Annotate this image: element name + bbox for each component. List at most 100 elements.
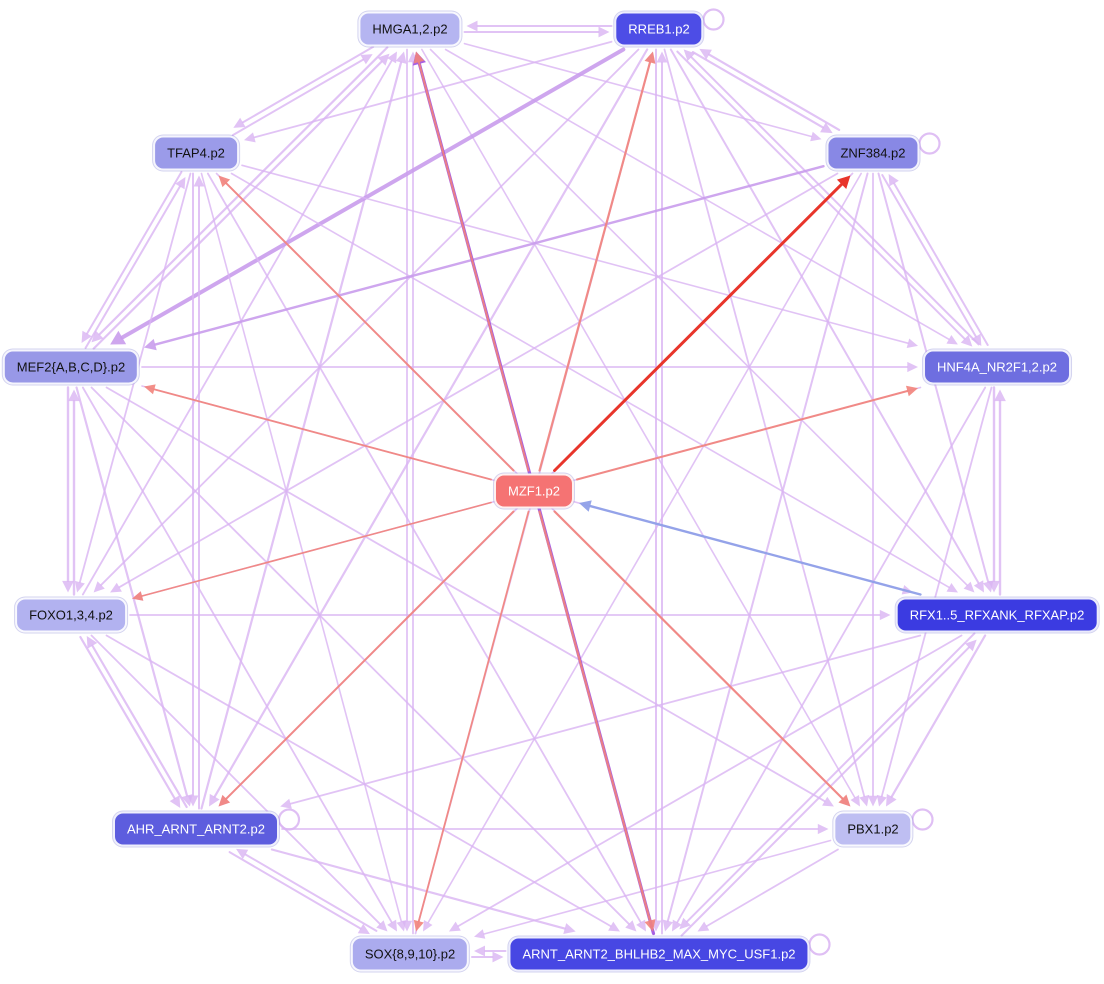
edge-arrow: [387, 51, 397, 64]
edge-arrow: [697, 921, 710, 932]
node-foxo1-3-4[interactable]: FOXO1,3,4.p2: [15, 597, 127, 633]
edge-arrow: [971, 333, 982, 347]
edge: [417, 61, 530, 472]
edge: [253, 40, 613, 139]
edge-arrow: [110, 582, 122, 593]
node-label: SOX{8,9,10}.p2: [364, 946, 456, 962]
node-hnf4a-nr2f1-2[interactable]: HNF4A_NR2F1,2.p2: [923, 349, 1071, 385]
edge: [463, 42, 813, 138]
node-label: PBX1.p2: [847, 821, 899, 837]
edge-arrow: [683, 49, 696, 61]
edge: [244, 853, 378, 932]
edge-arrow: [579, 500, 592, 512]
node-rreb1[interactable]: RREB1.p2: [614, 11, 704, 47]
edge: [553, 510, 844, 800]
node-label: AHR_ARNT_ARNT2.p2: [127, 821, 265, 837]
node-label: FOXO1,3,4.p2: [29, 607, 113, 623]
edge: [141, 501, 492, 597]
edge-arrow: [960, 335, 973, 347]
edge-arrow: [280, 798, 292, 809]
edge: [457, 634, 963, 928]
edge: [676, 386, 987, 924]
edge: [444, 48, 950, 341]
edge-arrow: [563, 923, 576, 934]
node-sox8-9-10[interactable]: SOX{8,9,10}.p2: [350, 936, 470, 972]
node-pbx1[interactable]: PBX1.p2: [833, 811, 913, 847]
edge: [538, 510, 652, 922]
edge-arrow: [376, 920, 388, 932]
edge: [538, 61, 652, 472]
node-arnt-arnt2-bhlhb2-max-myc-usf1[interactable]: ARNT_ARNT2_BHLHB2_MAX_MYC_USF1.p2: [508, 936, 810, 972]
edge: [213, 48, 649, 798]
edge-arrow: [68, 389, 80, 402]
edge-arrow: [448, 921, 461, 932]
edge-arrow: [93, 581, 105, 593]
edge: [483, 839, 832, 935]
edge-arrow: [132, 591, 144, 601]
edge-arrow: [876, 794, 887, 807]
node-label: HNF4A_NR2F1,2.p2: [937, 359, 1057, 375]
edge-arrow: [965, 639, 977, 652]
edge: [589, 504, 922, 596]
edge: [79, 635, 176, 800]
edge-arrow: [838, 794, 851, 807]
node-znf384[interactable]: ZNF384.p2: [826, 135, 920, 171]
edge: [676, 50, 966, 340]
edge: [90, 634, 381, 925]
edge-arrow: [233, 117, 246, 128]
edge-arrow: [62, 580, 74, 593]
edge: [429, 48, 968, 586]
edge-arrow: [466, 20, 478, 32]
edge-arrow: [905, 385, 918, 397]
edge-arrow: [169, 795, 181, 809]
edge-arrow: [699, 48, 712, 60]
edge-arrow: [946, 583, 958, 593]
edge-arrow: [867, 795, 879, 807]
edge-arrow: [662, 919, 674, 932]
edge-arrow: [679, 917, 691, 930]
self-loop-edge: [277, 808, 301, 831]
edge: [680, 646, 970, 937]
edge-arrow: [74, 580, 85, 593]
node-label: RFX1..5_RFXANK_RFXAP.p2: [909, 607, 1085, 623]
edge: [893, 182, 989, 346]
edge-arrow: [907, 361, 918, 373]
node-label: ZNF384.p2: [840, 145, 906, 161]
edge-arrow: [209, 793, 220, 807]
node-label: RREB1.p2: [628, 21, 690, 37]
edge-arrow: [144, 384, 156, 395]
edge-arrow: [656, 51, 668, 63]
edge: [200, 61, 403, 810]
edge: [231, 58, 365, 137]
edge-arrow: [181, 794, 193, 807]
edge-arrow: [820, 122, 833, 134]
edge-arrow: [395, 51, 407, 64]
edge-arrow: [625, 920, 637, 932]
edge: [120, 47, 626, 340]
node-tfap4[interactable]: TFAP4.p2: [153, 135, 239, 171]
edge-arrow: [822, 796, 834, 807]
node-mef2-abcd[interactable]: MEF2{A,B,C,D}.p2: [2, 349, 140, 385]
edge: [84, 185, 181, 350]
edge-arrow: [988, 580, 1000, 593]
node-rfx1-5-rfxank-rfxap[interactable]: RFX1..5_RFXANK_RFXAP.p2: [895, 597, 1099, 633]
edge-arrow: [836, 175, 851, 189]
edge-arrow: [91, 330, 104, 343]
edge-arrow: [994, 389, 1006, 402]
edge-arrow: [413, 919, 424, 932]
edge: [228, 851, 362, 930]
node-hmga1-2[interactable]: HMGA1,2.p2: [358, 11, 462, 47]
node-ahr-arnt-arnt2[interactable]: AHR_ARNT_ARNT2.p2: [113, 811, 279, 847]
edge-arrow: [81, 330, 92, 343]
node-mzf1[interactable]: MZF1.p2: [493, 473, 575, 509]
edge-arrow: [218, 175, 231, 188]
edge-arrow: [144, 338, 157, 351]
edge: [690, 56, 980, 346]
edge: [98, 46, 389, 336]
edge-arrow: [946, 335, 958, 345]
edge: [92, 60, 383, 350]
edge-arrow: [963, 581, 975, 593]
edge: [576, 390, 909, 481]
